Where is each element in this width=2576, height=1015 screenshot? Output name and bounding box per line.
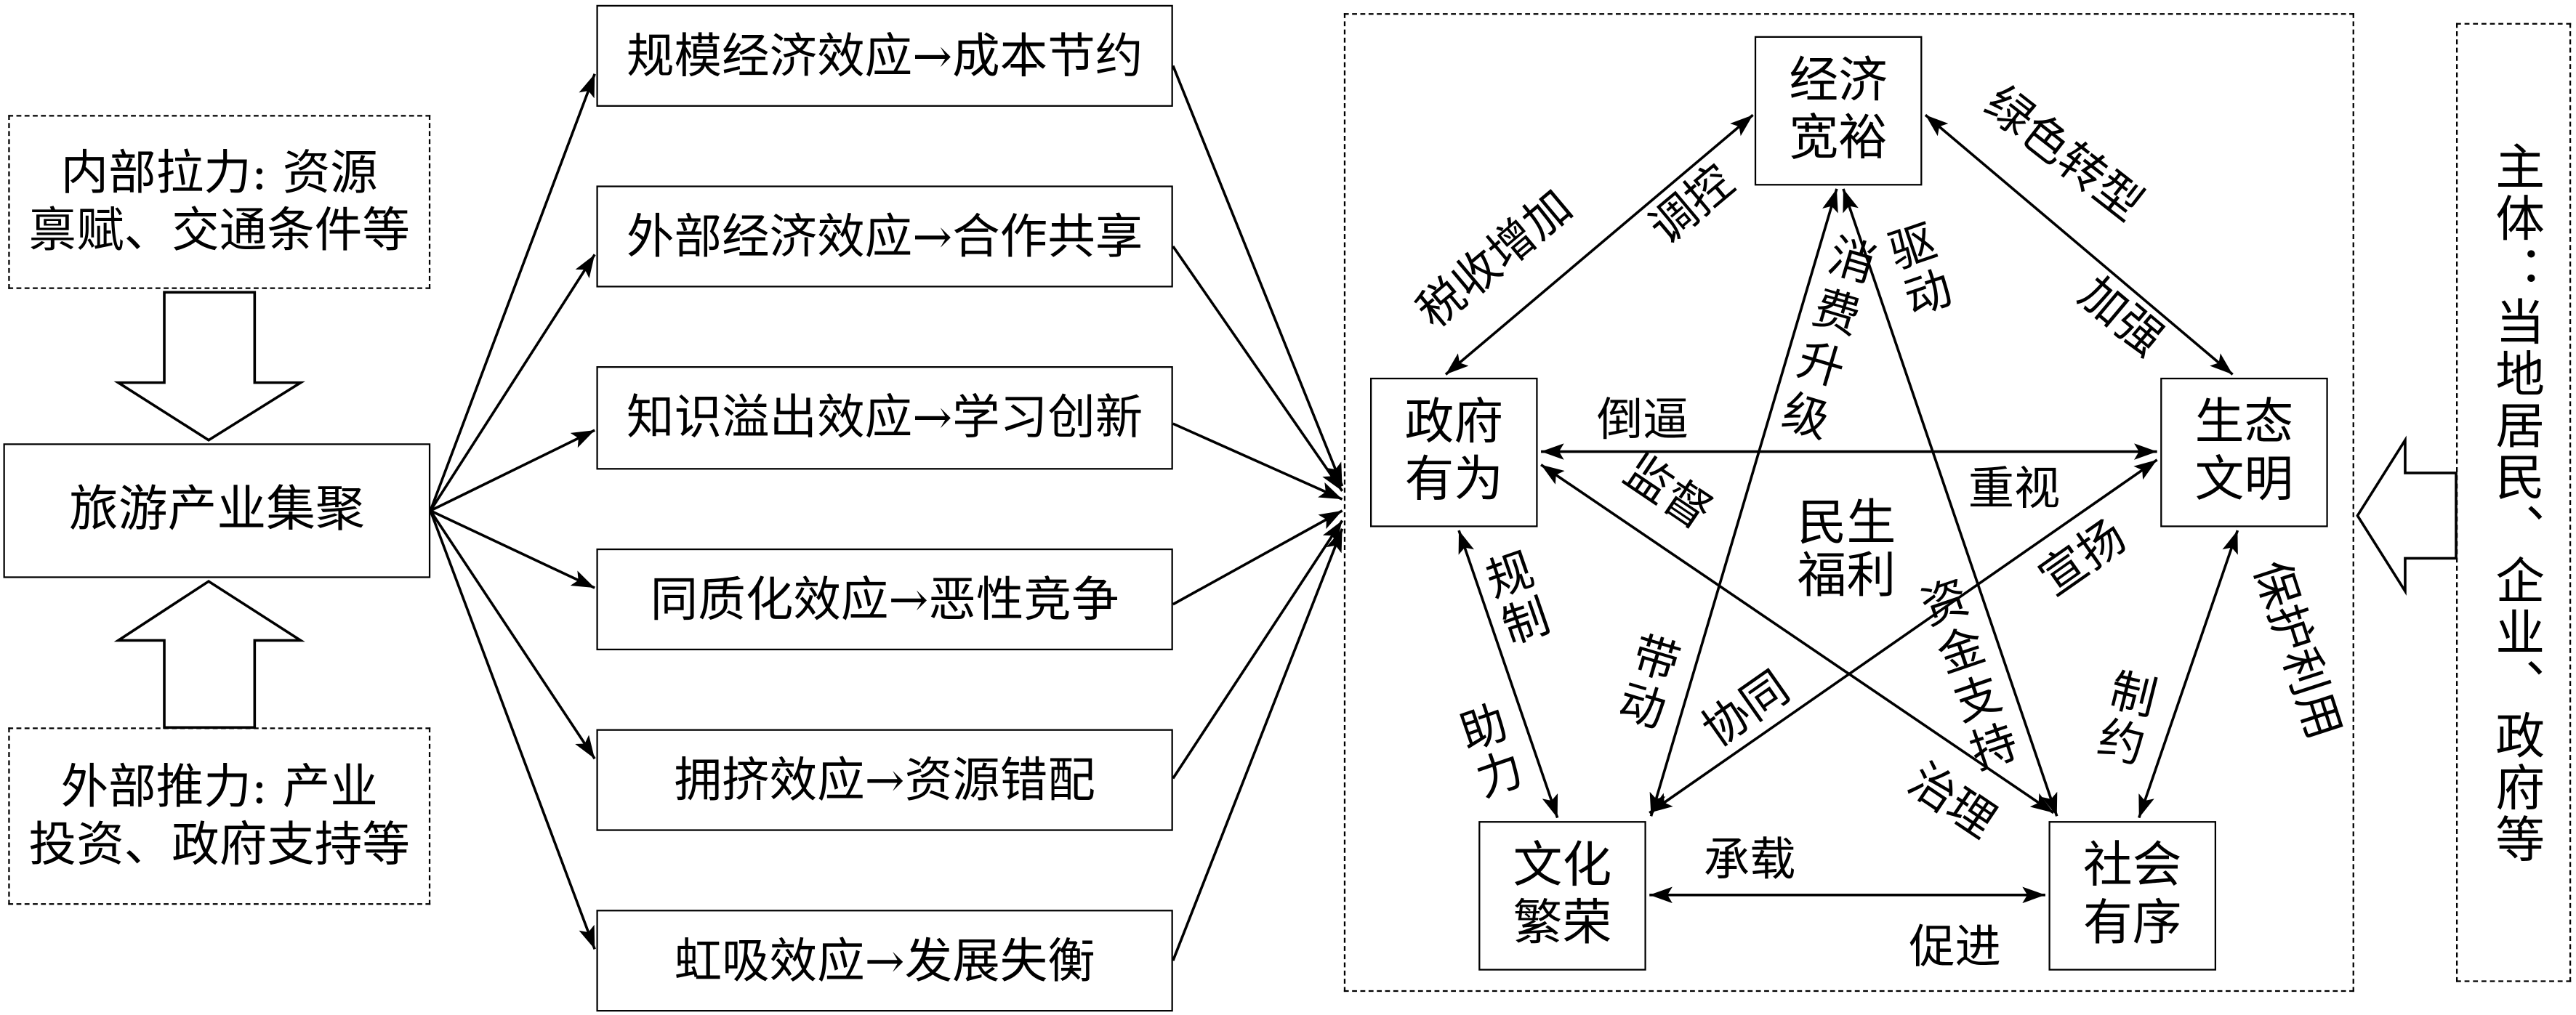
actors-box: 主体：当地居民、企业、政府等 xyxy=(2455,23,2572,982)
internal-pull-line-1: 内部拉力: 资源 xyxy=(60,145,378,201)
livelihood-system-frame xyxy=(1343,13,2354,992)
actors-label: 主体：当地居民、企业、政府等 xyxy=(2485,140,2543,865)
arrow-effect-1-to-system xyxy=(1172,65,1344,487)
external-push-block-arrow xyxy=(113,579,305,729)
node-society: 社会有序 xyxy=(2048,821,2217,971)
label-government-ecology-upper: 倒逼 xyxy=(1596,392,1689,447)
node-government: 政府有为 xyxy=(1370,377,1538,527)
external-push-box: 外部推力: 产业 投资、政府支持等 xyxy=(8,727,431,905)
effect-box-congestion: 拥挤效应→资源错配 xyxy=(596,729,1173,831)
arrow-cluster-to-effect-2 xyxy=(429,254,596,511)
label-culture-society-lower: 促进 xyxy=(1909,919,2001,974)
effect-box-external-economy: 外部经济效应→合作共享 xyxy=(596,185,1173,288)
external-push-line-1: 外部推力: 产业 xyxy=(60,759,378,815)
effect-label: 外部经济效应→合作共享 xyxy=(626,208,1143,264)
node-government-label: 政府有为 xyxy=(1404,394,1504,509)
actors-block-arrow xyxy=(2356,435,2458,596)
arrow-cluster-to-effect-1 xyxy=(429,73,596,511)
effect-label: 规模经济效应→成本节约 xyxy=(626,27,1143,84)
external-push-line-2: 投资、政府支持等 xyxy=(28,816,410,873)
node-ecology-label: 生态文明 xyxy=(2194,394,2294,509)
node-economy-label: 经济宽裕 xyxy=(1789,52,1888,167)
node-economy: 经济宽裕 xyxy=(1754,36,1923,186)
tourism-cluster-box: 旅游产业集聚 xyxy=(3,443,431,578)
effect-label: 同质化效应→恶性竞争 xyxy=(650,570,1119,627)
effect-box-scale-economy: 规模经济效应→成本节约 xyxy=(596,4,1173,107)
internal-pull-line-2: 禀赋、交通条件等 xyxy=(28,202,410,258)
internal-pull-block-arrow xyxy=(113,291,305,442)
effect-box-siphon: 虹吸效应→发展失衡 xyxy=(596,910,1173,1012)
node-culture: 文化繁荣 xyxy=(1478,821,1646,971)
arrow-cluster-to-effect-4 xyxy=(430,509,595,589)
arrow-effect-4-to-system xyxy=(1172,509,1343,606)
effect-label: 知识溢出效应→学习创新 xyxy=(626,389,1143,445)
label-government-ecology-lower: 重视 xyxy=(1968,461,2061,516)
arrow-cluster-to-effect-6 xyxy=(429,510,596,950)
internal-pull-box: 内部拉力: 资源 禀赋、交通条件等 xyxy=(8,115,431,289)
effect-label: 虹吸效应→发展失衡 xyxy=(674,931,1095,988)
effect-box-knowledge-spillover: 知识溢出效应→学习创新 xyxy=(596,366,1173,470)
effect-label: 拥挤效应→资源错配 xyxy=(674,751,1095,808)
arrow-economy-ecology xyxy=(1924,113,2234,376)
arrow-effect-5-to-system xyxy=(1172,519,1344,780)
effect-box-homogenization: 同质化效应→恶性竞争 xyxy=(596,548,1173,651)
arrow-cluster-to-effect-3 xyxy=(430,429,595,512)
node-society-label: 社会有序 xyxy=(2082,837,2182,952)
tourism-cluster-label: 旅游产业集聚 xyxy=(68,481,365,539)
center-livelihood-label: 民生福利 xyxy=(1797,495,1896,604)
arrow-effect-2-to-system xyxy=(1172,246,1344,492)
arrow-effect-3-to-system xyxy=(1172,422,1343,501)
label-culture-society-upper: 承载 xyxy=(1703,832,1796,887)
node-culture-label: 文化繁荣 xyxy=(1513,837,1612,952)
arrow-government-economy xyxy=(1444,113,1754,376)
arrow-ecology-culture xyxy=(1649,458,2158,814)
arrow-cluster-to-effect-5 xyxy=(429,509,596,760)
arrow-effect-6-to-system xyxy=(1172,528,1344,961)
node-ecology: 生态文明 xyxy=(2160,377,2328,527)
